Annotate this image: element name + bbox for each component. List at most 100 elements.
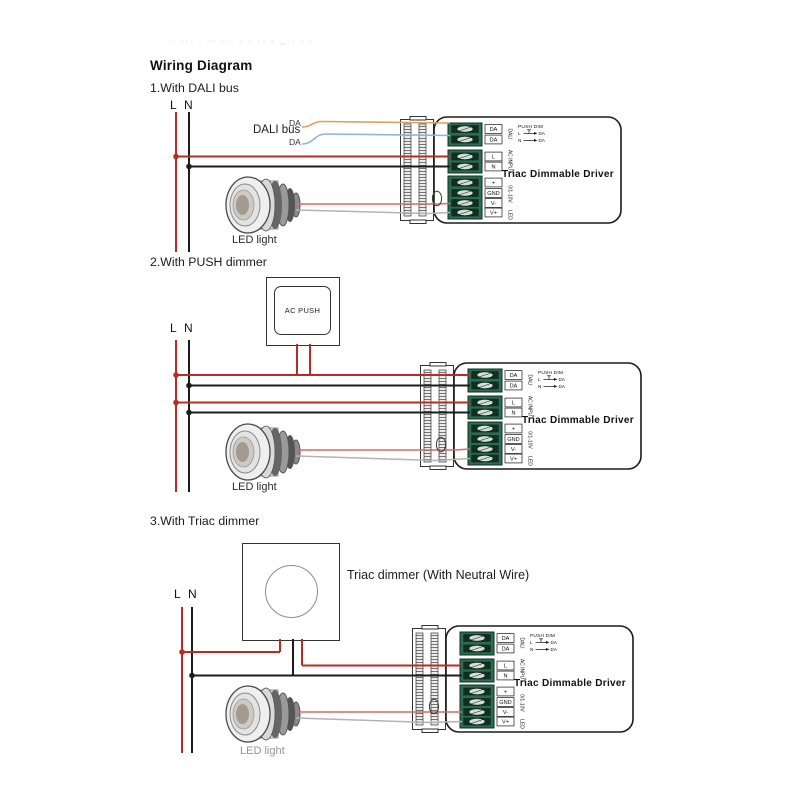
led-light-image: [225, 685, 301, 743]
terminal-label: V-: [503, 710, 508, 716]
terminal-label-box: [484, 151, 503, 162]
terminal-label: GND: [487, 191, 499, 197]
svg-text:N: N: [518, 138, 521, 143]
terminal-group-label: LED: [507, 210, 513, 220]
live-label-1: L: [170, 98, 177, 112]
terminal-label-box: [504, 434, 523, 444]
push-dim-legend-title: PUSH DIM: [530, 633, 555, 639]
terminal-group-label: AC INPUT: [527, 396, 533, 419]
terminal-group-label: LED: [519, 719, 525, 729]
terminal-label-box: [484, 198, 503, 208]
terminal-label-box: [504, 380, 523, 391]
dimmer-knob: [265, 565, 318, 618]
svg-text:DA: DA: [539, 138, 546, 143]
neutral-label-2: N: [184, 321, 193, 335]
junction-dot: [186, 163, 192, 170]
terminal-label: +: [512, 427, 515, 433]
terminal-group-label: 0/1-10V: [527, 431, 533, 449]
terminal-group-label: AC INPUT: [519, 659, 525, 682]
svg-text:N: N: [530, 647, 533, 652]
faded-top-text: . ,.. . .. ... . . .. , _.. . .: [172, 34, 315, 44]
terminal-label: V+: [510, 457, 517, 463]
section-1-heading: 1.With DALI bus: [150, 81, 239, 95]
svg-text:DA: DA: [551, 647, 558, 652]
terminal-label-box: [484, 188, 503, 198]
dali-bus-label: DALI bus: [253, 124, 301, 136]
driver-title: Triac Dimmable Driver: [522, 415, 634, 426]
svg-text:L: L: [538, 377, 541, 382]
svg-text:DA: DA: [539, 131, 546, 136]
section-2-heading: 2.With PUSH dimmer: [150, 255, 267, 269]
terminal-label: GND: [507, 437, 519, 443]
terminal-label: +: [492, 181, 495, 187]
svg-text:L: L: [518, 131, 521, 136]
led-light-image: [225, 176, 301, 234]
terminal-label-box: [504, 453, 523, 464]
driver-title: Triac Dimmable Driver: [514, 678, 626, 689]
terminal-group-label: AC INPUT: [507, 150, 513, 173]
svg-text:DA: DA: [551, 640, 558, 645]
section-3-heading: 3.With Triac dimmer: [150, 514, 260, 528]
terminal-label: DA: [510, 373, 518, 379]
terminal-label-box: [504, 407, 523, 418]
neutral-label-1: N: [184, 98, 193, 112]
svg-text:L: L: [530, 640, 533, 645]
led-light-label-1: LED light: [232, 234, 277, 246]
terminal-label-box: [484, 161, 503, 172]
da-bottom-label: DA: [289, 137, 301, 147]
terminal-label: V-: [511, 447, 516, 453]
ac-push-button: AC PUSH: [274, 286, 331, 335]
terminal-label: L: [492, 155, 495, 161]
terminal-label-box: [496, 660, 515, 671]
terminal-group-label: 0/1-10V: [519, 694, 525, 712]
triac-dimmer-label: Triac dimmer (With Neutral Wire): [347, 568, 530, 582]
led-light-2: [222, 418, 306, 491]
neutral-label-3: N: [188, 587, 197, 601]
led-light-image: [225, 423, 301, 481]
terminal-label-box: [496, 697, 515, 707]
terminal-label-box: [496, 670, 515, 681]
push-dim-legend-title: PUSH DIM: [538, 370, 563, 376]
terminal-label-box: [504, 444, 523, 454]
terminal-label-box: [496, 633, 515, 643]
terminal-label: DA: [502, 647, 510, 653]
page-title: Wiring Diagram: [150, 58, 253, 73]
terminal-label: DA: [502, 636, 510, 642]
led-light-label-3: LED light: [240, 745, 285, 757]
terminal-group-label: 0/1-10V: [507, 185, 513, 203]
live-label-3: L: [174, 587, 181, 601]
terminal-label-box: [504, 397, 523, 408]
terminal-label-box: [484, 177, 503, 188]
terminal-label: DA: [490, 138, 498, 144]
terminal-label: N: [503, 674, 507, 680]
terminal-label-box: [496, 707, 515, 717]
terminal-label: DA: [510, 384, 518, 390]
svg-text:N: N: [538, 384, 541, 389]
terminal-group-label: LED: [527, 456, 533, 466]
terminal-group-label: DALI: [519, 637, 525, 648]
da-top-label: DA: [289, 118, 301, 128]
push-dim-legend-title: PUSH DIM: [518, 124, 543, 130]
terminal-label: +: [504, 690, 507, 696]
terminal-label-box: [496, 686, 515, 697]
led-light-label-2: LED light: [232, 481, 277, 493]
terminal-label-box: [504, 370, 523, 380]
led-light-3: [222, 680, 306, 753]
terminal-label: GND: [499, 700, 511, 706]
driver-3: DA DA L N + GND V- V+ DALI AC INPUT 0/1-10V…: [410, 625, 635, 738]
driver-title: Triac Dimmable Driver: [502, 169, 614, 180]
live-label-2: L: [170, 321, 177, 335]
led-light-1: [222, 171, 306, 244]
terminal-label: V+: [502, 720, 509, 726]
terminal-label: N: [511, 411, 515, 417]
terminal-label: L: [512, 401, 515, 407]
terminal-label: V+: [490, 211, 497, 217]
junction-dot: [173, 153, 179, 160]
svg-text:DA: DA: [559, 384, 566, 389]
terminal-label: N: [491, 165, 495, 171]
terminal-label-box: [504, 423, 523, 434]
terminal-label: DA: [490, 127, 498, 133]
